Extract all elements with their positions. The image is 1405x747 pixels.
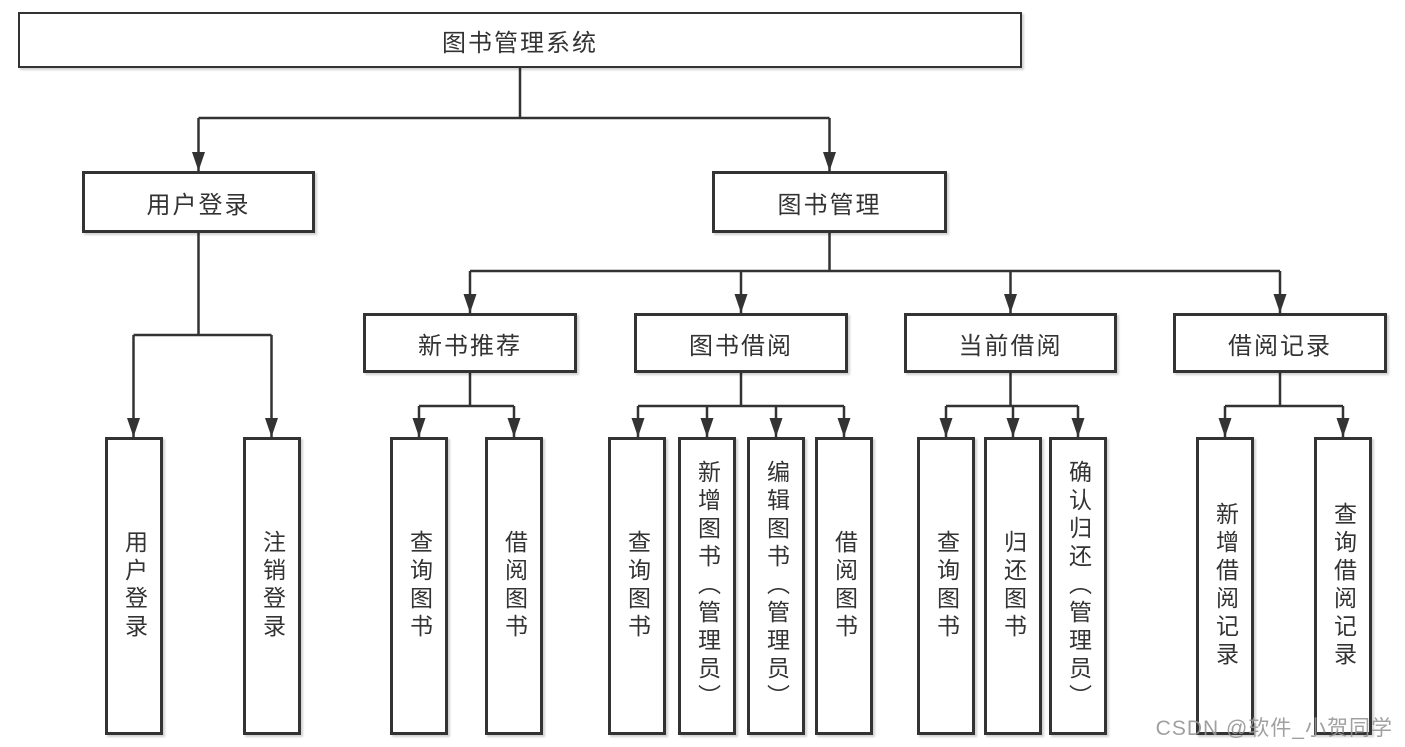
node-user-login: 用户登录 (82, 171, 315, 233)
leaf-borrow-books-recommend: 借阅图书 (485, 437, 543, 735)
node-library-management-system: 图书管理系统 (18, 12, 1022, 68)
leaf-return-books: 归还图书 (984, 437, 1042, 735)
leaf-edit-books-admin: 编辑图书（管理员） (747, 437, 805, 735)
node-book-borrowing: 图书借阅 (634, 313, 848, 373)
leaf-logout: 注销登录 (243, 437, 301, 735)
leaf-add-books-admin: 新增图书（管理员） (678, 437, 736, 735)
node-book-management: 图书管理 (712, 171, 947, 233)
leaf-query-borrow-record: 查询借阅记录 (1314, 437, 1372, 735)
node-borrowing-records: 借阅记录 (1173, 313, 1387, 373)
node-new-book-recommendation: 新书推荐 (363, 313, 577, 373)
leaf-add-borrow-record: 新增借阅记录 (1196, 437, 1254, 735)
leaf-confirm-return-admin: 确认归还（管理员） (1049, 437, 1107, 735)
leaf-user-login: 用户登录 (105, 437, 163, 735)
node-current-borrowing: 当前借阅 (904, 313, 1117, 373)
csdn-watermark: CSDN @软件_小贺同学 (1155, 717, 1393, 740)
leaf-borrow-books: 借阅图书 (815, 437, 873, 735)
leaf-query-books-borrow: 查询图书 (608, 437, 666, 735)
leaf-query-books-current: 查询图书 (917, 437, 975, 735)
leaf-query-books-recommend: 查询图书 (390, 437, 448, 735)
